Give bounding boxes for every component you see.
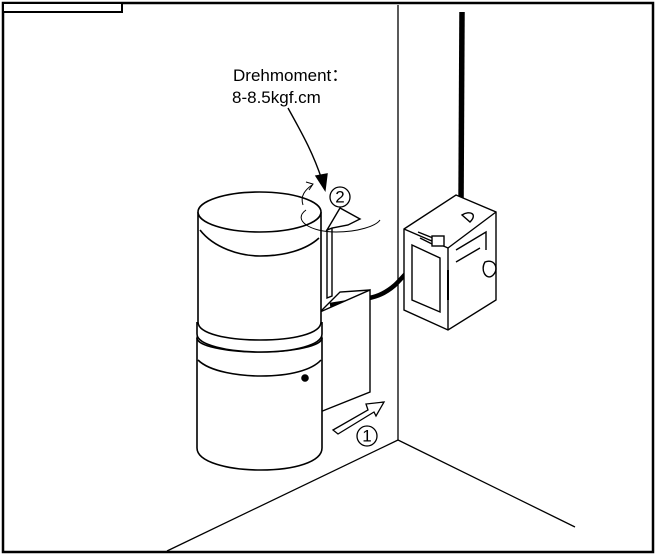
rotation-arc bbox=[300, 181, 381, 233]
step-2-marker: 2 bbox=[329, 186, 351, 208]
insert-arrow bbox=[331, 401, 386, 435]
torque-leader bbox=[287, 107, 328, 193]
torque-label: Drehmoment： bbox=[233, 66, 348, 85]
beacon-upper-lens bbox=[197, 191, 322, 341]
step-2-circle bbox=[329, 186, 351, 208]
terminal-box bbox=[403, 194, 497, 331]
wall-corner bbox=[166, 5, 576, 552]
torque-value: 8-8.5kgf.cm bbox=[232, 88, 321, 107]
frame-tab bbox=[2, 2, 123, 13]
step-1-circle bbox=[356, 425, 378, 447]
mounting-bracket bbox=[319, 288, 371, 414]
step-1-number: 1 bbox=[362, 427, 371, 446]
hex-key bbox=[325, 207, 362, 300]
step-2-number: 2 bbox=[335, 188, 344, 207]
step-1-marker: 1 bbox=[356, 425, 378, 447]
